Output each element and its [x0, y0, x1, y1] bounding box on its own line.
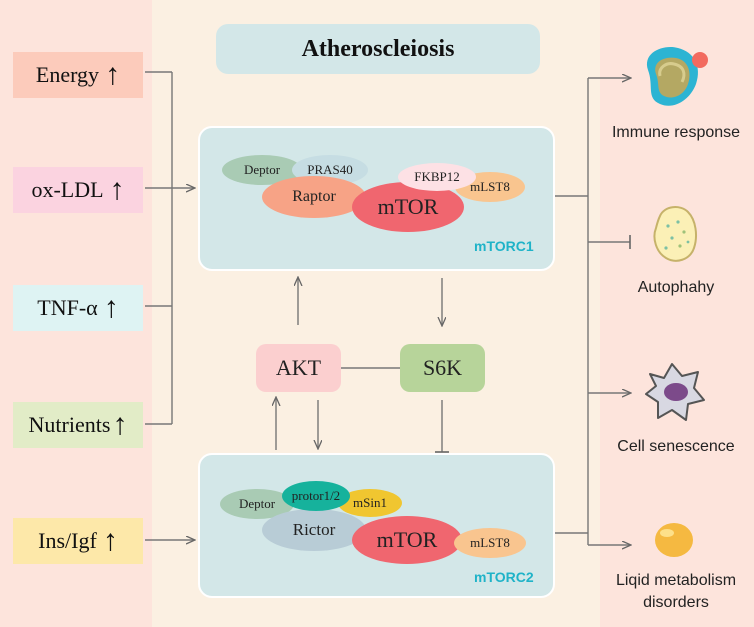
mtorc1-fkbp12-label: FKBP12	[414, 169, 460, 184]
input-tnf-alpha: TNF-α↑	[13, 285, 143, 331]
input-nutrients: Nutrients↑	[13, 402, 143, 448]
immune-cell-icon	[646, 46, 708, 106]
output-immune-response: Immune response	[611, 124, 741, 141]
input-ins-igf: Ins/Igf↑	[13, 518, 143, 564]
input-tnf-alpha-label: TNF-α	[37, 295, 98, 320]
mtorc1-pras40-label: PRAS40	[307, 162, 353, 177]
mtorc1-deptor: Deptor	[222, 155, 302, 185]
lipid-droplet-icon	[655, 523, 693, 557]
output-lipid-metabolism-line1: Liqid metabolism	[615, 572, 737, 589]
up-arrow-icon: ↑	[112, 408, 128, 441]
mtorc2-mtor: mTOR	[352, 516, 462, 564]
mtorc2-label: mTORC2	[474, 569, 534, 585]
mtorc2-msin1-label: mSin1	[353, 495, 387, 510]
akt-label: AKT	[275, 355, 322, 380]
senescent-cell-icon	[645, 363, 705, 421]
input-energy-label: Energy	[35, 62, 100, 87]
output-lipid-metabolism-line2: disorders	[643, 594, 709, 611]
input-ins-igf-label: Ins/Igf	[38, 528, 97, 553]
mtorc1-raptor: Raptor	[262, 176, 366, 218]
mtorc2-rictor-label: Rictor	[292, 520, 336, 539]
input-energy: Energy↑	[13, 52, 143, 98]
akt-node: AKT	[256, 344, 341, 392]
mtorc2-mlst8: mLST8	[454, 528, 526, 558]
mtorc2-mlst8-label: mLST8	[470, 535, 510, 550]
mtorc2-mtor-label: mTOR	[376, 527, 438, 552]
up-arrow-icon: ↑	[109, 173, 125, 206]
s6k-label: S6K	[422, 355, 463, 380]
output-autophagy: Autophahy	[637, 279, 715, 296]
mtorc1-raptor-label: Raptor	[292, 188, 336, 205]
input-nutrients-label: Nutrients	[28, 412, 111, 437]
mtorc1-label: mTORC1	[474, 238, 534, 254]
title-box: Atheroscleiosis	[216, 24, 540, 74]
input-ox-ldl-label: ox-LDL	[31, 177, 104, 202]
s6k-node: S6K	[400, 344, 485, 392]
mtorc1-mlst8-label: mLST8	[470, 179, 510, 194]
mtorc2-protor: protor1/2	[282, 481, 350, 511]
right-panel	[600, 0, 754, 627]
up-arrow-icon: ↑	[105, 58, 121, 91]
page-title: Atheroscleiosis	[301, 35, 455, 62]
output-cell-senescence: Cell senescence	[617, 438, 735, 455]
autophagy-cell-icon	[653, 206, 697, 262]
mtorc2-msin1: mSin1	[338, 489, 402, 517]
mtorc1-fkbp12: FKBP12	[398, 163, 476, 191]
input-ox-ldl: ox-LDL↑	[13, 167, 143, 213]
mtorc2-protor-label: protor1/2	[291, 488, 341, 503]
mtorc1-deptor-label: Deptor	[243, 162, 281, 177]
up-arrow-icon: ↑	[103, 291, 119, 324]
up-arrow-icon: ↑	[102, 524, 118, 557]
mtorc2-deptor-label: Deptor	[238, 496, 276, 511]
mtorc2-rictor: Rictor	[262, 509, 366, 551]
mtorc1-mtor-label: mTOR	[377, 194, 439, 219]
